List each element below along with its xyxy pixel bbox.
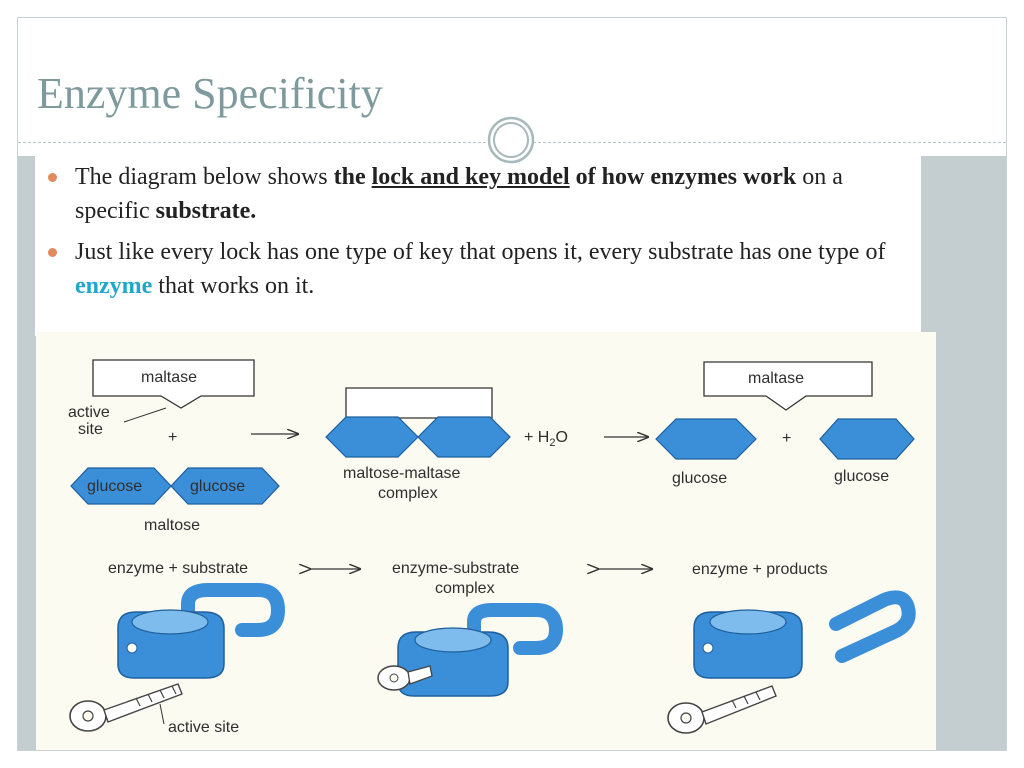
es-complex-label: enzyme-substrate	[392, 560, 519, 577]
plus-sign: +	[168, 429, 177, 446]
glucose-hexagon	[819, 418, 915, 460]
active-site-label: site	[78, 421, 103, 438]
active-site-label: active	[68, 404, 110, 421]
slide-frame	[17, 17, 1007, 751]
bullet-item: Just like every lock has one type of key…	[48, 235, 908, 303]
maltase-enzyme-shape	[703, 361, 873, 411]
bullet-text: on a specific	[75, 164, 843, 224]
bullet-text: that works on it.	[152, 273, 315, 299]
enzyme-substrate-label: enzyme + substrate	[108, 560, 248, 577]
maltase-label: maltase	[748, 370, 804, 387]
padlock-closed-icon	[117, 583, 286, 679]
bullet-bold: the	[333, 164, 372, 190]
bullet-highlight: enzyme	[75, 273, 153, 299]
bullet-bold: substrate.	[155, 198, 257, 224]
enzyme-products-label: enzyme + products	[692, 561, 828, 578]
glucose-label: glucose	[834, 468, 889, 485]
bullet-text: Just like every lock has one type of key…	[75, 239, 886, 265]
padlock-open-icon	[693, 590, 916, 679]
content-area	[35, 156, 921, 336]
glucose-hexagon	[655, 418, 757, 460]
es-complex-label: complex	[435, 580, 495, 597]
pointer-line	[159, 703, 165, 725]
key-icon	[69, 683, 183, 732]
maltase-label: maltase	[141, 369, 197, 386]
maltase-enzyme-shape	[92, 359, 255, 409]
active-site-label: active site	[168, 719, 239, 736]
maltose-label: maltose	[144, 517, 200, 534]
glucose-label: glucose	[672, 470, 727, 487]
bullet-bold: of how enzymes work	[569, 164, 797, 190]
glucose-hexagon	[417, 416, 511, 458]
glucose-hexagon	[170, 467, 280, 505]
complex-label: maltose-maltase	[343, 465, 460, 482]
glucose-label: glucose	[87, 478, 142, 495]
bullet-list: The diagram below shows the lock and key…	[48, 160, 908, 310]
key-icon	[667, 685, 777, 734]
bullet-item: The diagram below shows the lock and key…	[48, 160, 908, 228]
pointer-line	[123, 407, 167, 423]
slide-title: Enzyme Specificity	[37, 69, 383, 118]
diagram-svg: maltase active site + glucose glucose ma…	[68, 359, 916, 736]
glucose-label: glucose	[190, 478, 245, 495]
plus-sign: +	[782, 430, 791, 447]
bullet-dot-icon	[48, 173, 57, 182]
padlock-with-key-icon	[377, 603, 564, 697]
bullet-underlined: lock and key model	[371, 164, 570, 190]
ring-ornament-icon	[487, 116, 535, 164]
maltase-complex-shape	[345, 387, 493, 419]
complex-label: complex	[378, 485, 438, 502]
glucose-hexagon	[325, 416, 419, 458]
bullet-dot-icon	[48, 248, 57, 257]
bullet-text: The diagram below shows	[75, 164, 334, 190]
water-label: + H2O	[524, 429, 568, 449]
lock-and-key-diagram: maltase active site + glucose glucose ma…	[36, 332, 936, 750]
